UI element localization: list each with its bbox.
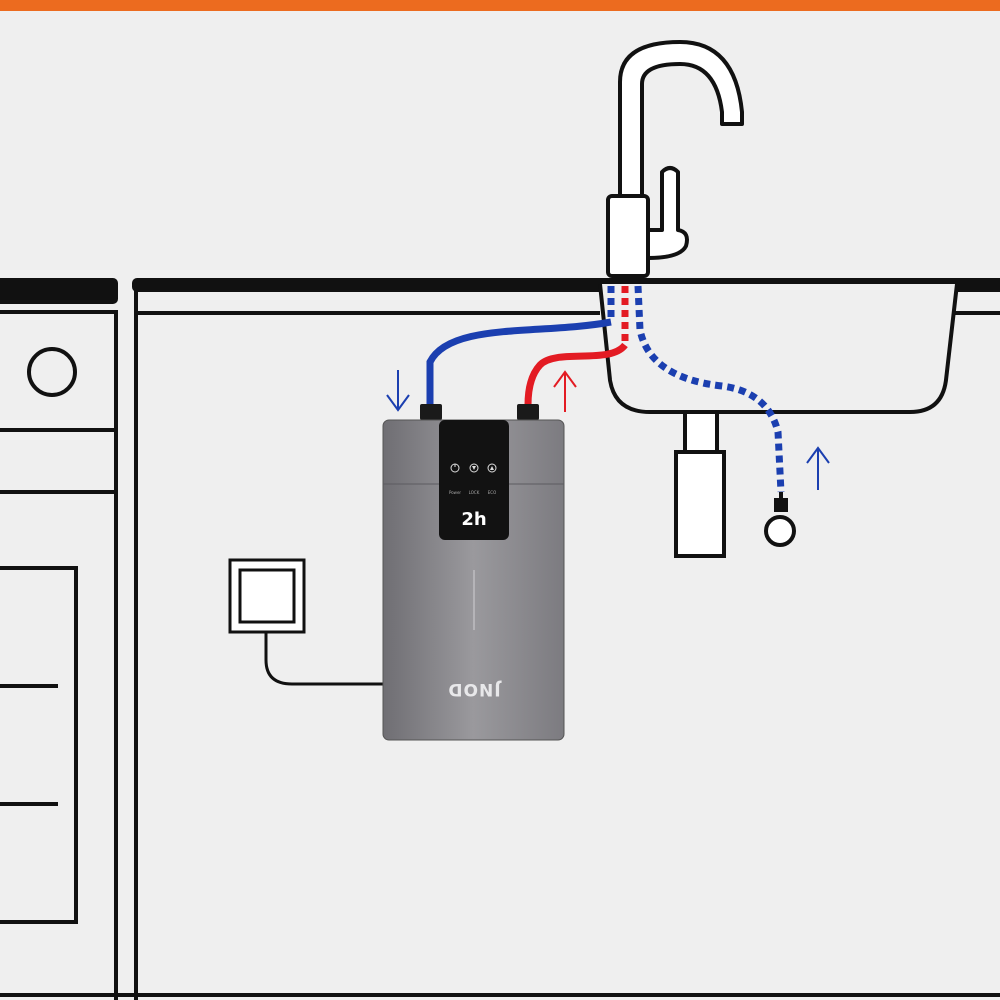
hot-outlet-hose	[524, 342, 628, 406]
wall-socket	[228, 558, 306, 634]
water-heater	[382, 419, 565, 741]
heater-control-panel	[439, 420, 509, 540]
heater-display: 2h	[461, 509, 486, 530]
angle-valve	[764, 492, 796, 547]
faucet	[606, 40, 744, 278]
up-button-label: ECO	[488, 490, 496, 495]
down-button[interactable]: LOCK	[469, 463, 480, 495]
supply-up-arrow-icon	[806, 446, 830, 490]
oven-appliance	[0, 278, 118, 1000]
heater-connectors	[420, 404, 539, 420]
down-triangle-icon	[472, 466, 476, 470]
faucet-hoses	[607, 285, 785, 493]
brand-logo: JNOD	[447, 679, 501, 699]
up-button[interactable]: ECO	[487, 463, 497, 495]
down-button-label: LOCK	[469, 490, 480, 495]
down-arrow-icon	[386, 370, 410, 412]
sink-drain	[674, 410, 726, 558]
oven-knob-icon	[27, 347, 77, 397]
up-triangle-icon	[490, 466, 494, 470]
cold-inlet-hose	[426, 318, 612, 405]
sink-basin	[598, 283, 959, 414]
top-accent-bar	[0, 0, 1000, 11]
power-cable	[264, 632, 384, 686]
power-button-label: Power	[449, 490, 461, 495]
faucet-supply-hose	[634, 285, 785, 493]
power-button[interactable]: Power	[449, 463, 461, 495]
up-arrow-icon	[553, 370, 577, 412]
